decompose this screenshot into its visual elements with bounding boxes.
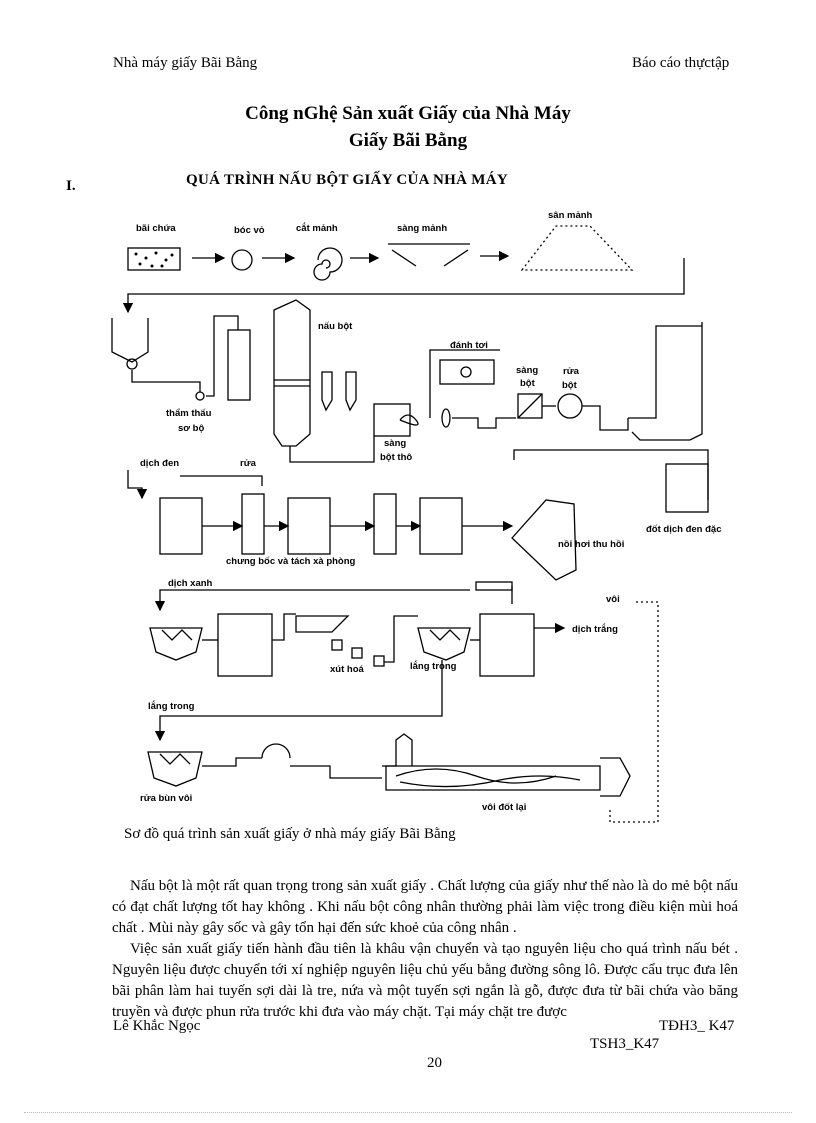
chip-pile-shape [520, 225, 634, 271]
label-clarifying-2: lắng trong [148, 701, 195, 712]
label-pulp-screen: sàng [516, 365, 539, 376]
body-text: Nấu bột là một rất quan trọng trong sản … [112, 876, 738, 1023]
page-title-line2: Giấy Bãi Bằng [348, 130, 468, 151]
green-liquor-clarifier [149, 627, 203, 661]
label-impregnation: thẩm thấu [166, 408, 212, 419]
label-cooking: nấu bột [318, 321, 353, 332]
header-left: Nhà máy giấy Bãi Bằng [113, 55, 258, 71]
footer-class-1: TĐH3_ K47 [659, 1018, 735, 1034]
label-causticizing: xút hoá [330, 664, 364, 675]
lime-mud-washer [147, 751, 203, 787]
label-white-liquor: dịch trắng [572, 624, 618, 635]
label-coarse-screen: sàng [384, 438, 407, 449]
label-coarse-screen-2: bột thô [380, 452, 413, 463]
paragraph-1: Nấu bột là một rất quan trọng trong sản … [112, 878, 738, 936]
slaker-shape [217, 613, 273, 677]
page-number: 20 [427, 1055, 442, 1071]
label-chipping: cắt mảnh [296, 223, 338, 234]
label-lime: vôi [606, 594, 620, 605]
white-liquor-tank [479, 613, 535, 677]
label-washing: rửa [240, 458, 256, 469]
lime-filter-shape [261, 743, 291, 759]
label-pulp-wash-2: bột [562, 380, 577, 391]
label-preliminary: sơ bộ [178, 423, 205, 434]
defibrator-shape [439, 359, 495, 385]
black-liquor-burner [665, 463, 709, 513]
label-black-liquor: dịch đen [140, 458, 180, 469]
chip-screen-shape [388, 243, 470, 267]
label-pulp-screen-2: bột [520, 378, 535, 389]
dissolving-tank [475, 581, 513, 591]
evaporator-1 [159, 497, 203, 555]
storage-tower-shape [631, 322, 703, 441]
diagram-caption: Sơ đồ quá trình sản xuất giấy ở nhà máy … [124, 826, 456, 842]
evaporator-2 [287, 497, 331, 555]
page-bottom-rule [24, 1112, 792, 1113]
label-lime-mud-wash: rửa bùn vôi [140, 793, 193, 804]
label-reburned-lime: vôi đốt lại [482, 802, 527, 813]
footer-author: Lê Khắc Ngọc [113, 1018, 201, 1034]
label-chip-screen: sàng mảnh [397, 223, 448, 234]
label-burn-black-liquor: đốt dịch đen đặc [646, 524, 722, 535]
label-pulp-wash: rửa [563, 366, 579, 377]
white-liquor-clarifier [417, 627, 471, 661]
causticizer-shape [295, 615, 350, 633]
recovery-boiler-shape [511, 499, 577, 581]
label-chip-pile: sân mảnh [548, 210, 593, 221]
label-debarking: bóc vỏ [234, 225, 265, 236]
label-storage-yard: bãi chứa [136, 223, 176, 234]
section-number: I. [66, 178, 76, 194]
process-flow-diagram [111, 225, 709, 823]
pulp-washer-shape [557, 393, 583, 419]
evaporator-3 [419, 497, 463, 555]
header-right: Báo cáo thựctập [632, 55, 730, 71]
lime-kiln-stack [382, 733, 413, 767]
lime-kiln-shape [385, 765, 601, 791]
column-2 [373, 493, 397, 555]
chipper-shape [313, 247, 343, 281]
label-recovery-boiler: nồi hơi thu hồi [558, 539, 625, 550]
storage-yard-shape [127, 247, 181, 271]
digester-shape [273, 299, 311, 447]
label-defibrating: đánh tơi [450, 340, 488, 351]
footer-class-2: TSH3_K47 [590, 1036, 660, 1052]
paragraph-2: Việc sản xuất giấy tiến hành đầu tiên là… [112, 941, 738, 1020]
label-evaporation: chưng bốc và tách xà phòng [226, 556, 356, 567]
label-clarifying: lắng trong [410, 661, 457, 672]
impregnation-vessel [227, 329, 251, 401]
coarse-screen-shape [373, 403, 411, 437]
label-green-liquor: dịch xanh [168, 578, 213, 589]
column-1 [241, 493, 265, 555]
hopper-shape [111, 318, 149, 363]
section-title: QUÁ TRÌNH NẤU BỘT GIẤY CỦA NHÀ MÁY [186, 172, 509, 188]
page-title: Công nGhệ Sản xuất Giấy của Nhà Máy [245, 103, 571, 124]
debarker-shape [231, 249, 253, 271]
